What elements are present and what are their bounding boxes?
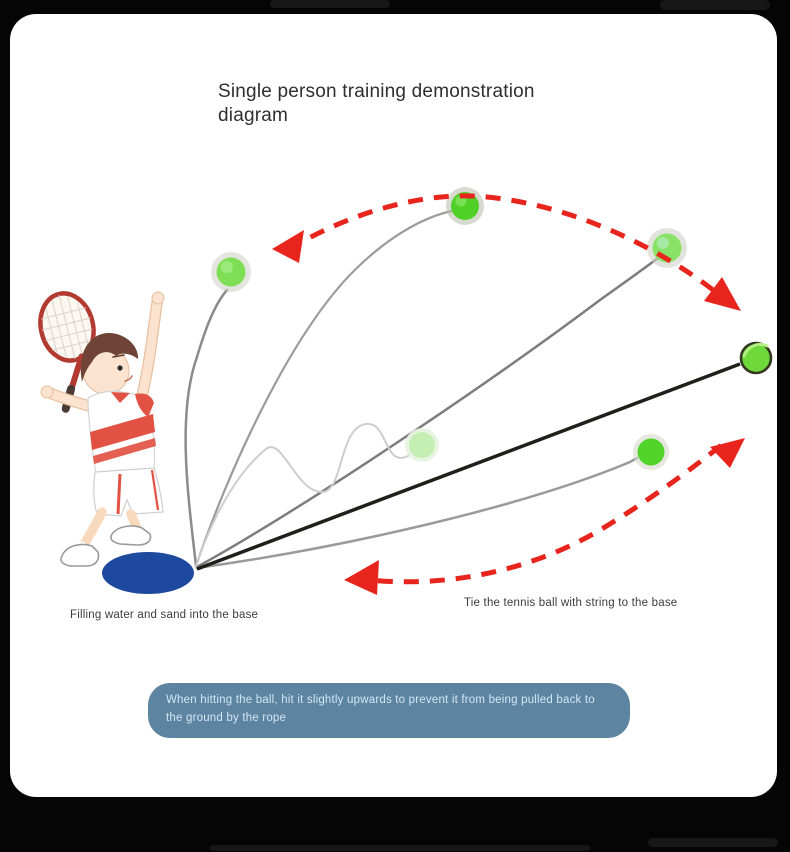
- frame-artifact: [660, 0, 770, 10]
- player-eye: [117, 365, 123, 371]
- trajectory-arc-top: [286, 193, 724, 299]
- player-shoe-front: [110, 525, 152, 546]
- racket-hand: [40, 385, 54, 399]
- tennis-balls: [211, 187, 773, 470]
- string-to-top-ball: [194, 209, 454, 568]
- weighted-base: [102, 552, 194, 594]
- player-shoe-back: [60, 543, 100, 567]
- shorts-stripe-left: [116, 473, 122, 515]
- shirt-stripe: [90, 414, 155, 450]
- tennis-ball-upper-right: [647, 228, 687, 268]
- raised-hand: [151, 291, 165, 305]
- arrowhead-bottom-left: [344, 560, 379, 595]
- string-to-upper-right-ball: [195, 256, 660, 569]
- trajectory-arrowheads: [272, 230, 745, 595]
- string-wavy-to-middle-ball: [195, 422, 415, 567]
- frame-artifact: [210, 845, 590, 851]
- player-back-leg: [77, 507, 107, 553]
- shirt-stripe-thin: [93, 438, 156, 464]
- tennis-ball-middle-faded: [405, 428, 439, 462]
- trajectory-arcs: [286, 193, 725, 585]
- rope-to-tethered-ball: [196, 362, 741, 571]
- string-to-mid-right-ball: [195, 456, 639, 570]
- shirt-collar: [111, 392, 130, 403]
- arrowhead-bottom-right: [710, 438, 745, 468]
- trajectory-arc-bottom: [351, 442, 725, 585]
- player-hair: [80, 332, 139, 382]
- player-mouth: [124, 375, 133, 382]
- string-to-left-ball: [184, 288, 229, 568]
- tennis-ball-left: [211, 252, 251, 292]
- cartoon-player: [38, 291, 165, 567]
- diagram-title: Single person training demonstration dia…: [218, 81, 535, 127]
- instruction-note: When hitting the ball, hit it slightly u…: [148, 683, 630, 738]
- string-caption: Tie the tennis ball with string to the b…: [464, 597, 678, 609]
- string-bundle: [184, 209, 660, 570]
- player-eyebrow: [112, 354, 125, 358]
- base-caption: Filling water and sand into the base: [70, 609, 259, 621]
- tennis-ball-tethered: [739, 341, 773, 375]
- arrowhead-top-left: [272, 230, 304, 263]
- tennis-ball-top: [446, 187, 484, 225]
- shirt-sleeve: [135, 393, 154, 417]
- tennis-ball-mid-right: [633, 434, 669, 470]
- shorts-stripe-right: [150, 469, 160, 511]
- player-shorts: [93, 467, 164, 517]
- raised-arm: [137, 298, 162, 401]
- frame-artifact: [648, 838, 778, 847]
- frame-artifact: [270, 0, 390, 8]
- arrowhead-top-right: [704, 277, 741, 311]
